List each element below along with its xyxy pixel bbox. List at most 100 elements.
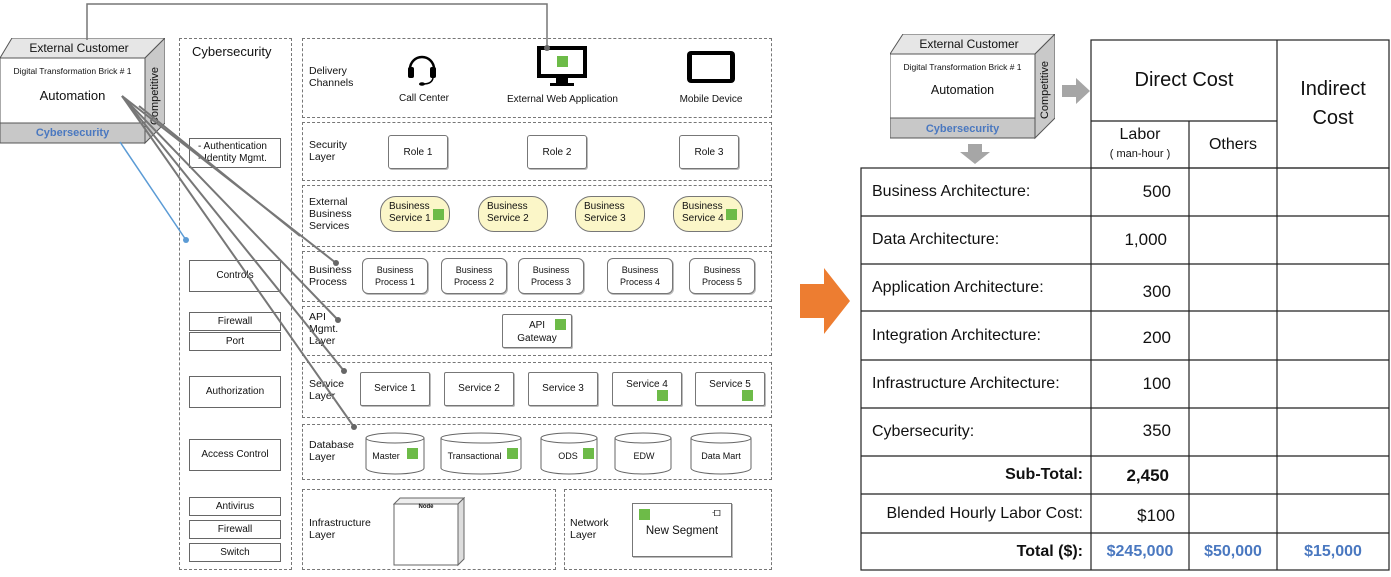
tablet-icon [687,51,735,83]
cyber-item-port: Port [189,332,281,351]
gray-down-arrow-icon [960,144,990,164]
indirect-cost-header: Indirect Cost [1300,78,1366,129]
business-process-layer [302,251,772,302]
row-label-business-architecture: Business Architecture: [872,183,1031,200]
external-services-layer [302,185,772,247]
db-transactional-marker [507,448,518,459]
business-process-5: Business Process 5 [689,258,755,294]
blended-rate-value: $100 [1137,505,1175,525]
total-indirect: $15,000 [1304,542,1362,560]
row-labor-data-architecture: 1,000 [1124,230,1167,249]
service-3: Service 3 [528,372,598,406]
labor-unit-header: ( man-hour ) [1109,148,1171,160]
service-layer [302,362,772,418]
row-labor-business-architecture: 500 [1142,182,1171,201]
external-web-app-label: External Web Application [507,94,618,105]
business-process-3: Business Process 3 [518,258,584,294]
left-cube-shape [0,38,165,145]
cyber-item-switch: Switch [189,543,281,562]
gray-right-arrow-icon [1062,78,1090,104]
others-header: Others [1208,135,1257,153]
api-layer-label: API Mgmt. Layer [309,311,339,347]
database-layer-label: Database Layer [309,439,354,463]
total-others: $50,000 [1204,542,1262,560]
db-transactional: Transactional [447,451,502,461]
business-process-2: Business Process 2 [441,258,507,294]
cyber-item-authentication: - Authentication - Identity Mgmt. [189,138,281,168]
role-1: Role 1 [388,135,448,169]
service-4-marker [657,390,668,401]
service-4: Service 4 [612,372,682,406]
orange-arrow-icon [800,268,850,334]
service-5: Service 5 [695,372,765,406]
api-gateway-marker [555,319,566,330]
total-labor: $245,000 [1106,542,1174,560]
security-layer [302,122,772,181]
infrastructure-layer [302,489,556,570]
business-process-1: Business Process 1 [362,258,428,294]
cyber-item-firewall-2: Firewall [189,520,281,539]
monitor-icon [537,46,587,86]
network-layer [564,489,772,570]
left-cube-subtitle: Digital Transformation Brick # 1 [13,66,132,76]
row-labor-integration-architecture: 200 [1142,327,1171,347]
db-master-marker [407,448,418,459]
business-service-3: Business Service 3 [575,196,645,232]
row-labor-application-architecture: 300 [1142,281,1171,301]
mobile-device-label: Mobile Device [679,94,743,105]
service-2: Service 2 [444,372,514,406]
left-cube-title: External Customer [29,41,129,55]
row-label-data-architecture: Data Architecture: [872,231,1000,248]
database-cylinders [365,432,752,475]
call-center-label: Call Center [398,93,450,104]
business-service-1-marker [433,209,444,220]
cyber-item-antivirus: Antivirus [189,497,281,516]
right-cube-center: Automation [930,83,995,97]
node-label: Node [418,504,434,510]
labor-header: Labor [1119,126,1161,143]
left-cube-center: Automation [39,88,106,103]
cybersecurity-panel-title: Cybersecurity [192,44,272,59]
delivery-layer-label: Delivery Channels [309,65,354,89]
subtotal-value: 2,450 [1126,466,1169,485]
node-shape [393,497,465,567]
row-label-cybersecurity: Cybersecurity: [872,423,975,440]
subtotal-label: Sub-Total: [1005,466,1083,483]
total-label: Total ($): [1016,542,1083,560]
role-2: Role 2 [527,135,587,169]
cyber-item-authorization: Authorization [189,376,281,408]
business-service-4: Business Service 4 [673,196,743,232]
network-layer-label: Network Layer [570,517,609,541]
left-cube: External Customer Digital Transformation… [0,38,165,148]
right-cube-shape [890,34,1055,140]
right-cube-bottom: Cybersecurity [925,123,1000,135]
row-label-integration-architecture: Integration Architecture: [872,326,1041,344]
right-cube-title: External Customer [919,37,1019,51]
role-3: Role 3 [679,135,739,169]
segment-icon: ⟤ [712,505,721,519]
db-master: Master [372,451,400,461]
db-edw: EDW [633,451,655,461]
infrastructure-layer-label: Infrastructure Layer [309,517,371,541]
api-layer [302,306,772,356]
external-services-label: External Business Services [309,196,352,232]
row-label-application-architecture: Application Architecture: [872,278,1044,296]
blended-rate-label: Blended Hourly Labor Cost: [886,504,1083,522]
right-cube-subtitle: Digital Transformation Brick # 1 [903,62,1022,72]
db-data-mart: Data Mart [701,451,741,461]
cybersecurity-panel [179,38,292,570]
cyber-item-access-control: Access Control [189,439,281,471]
database-layer [302,424,772,480]
right-cube: External Customer Digital Transformation… [890,34,1055,140]
cyber-item-controls: Controls [189,260,281,292]
db-ods: ODS [558,451,578,461]
connector-lines [86,3,550,430]
business-service-2: Business Service 2 [478,196,548,232]
row-labor-infrastructure-architecture: 100 [1142,374,1171,393]
headset-icon [408,55,436,86]
row-labor-cybersecurity: 350 [1142,421,1171,440]
db-ods-marker [583,448,594,459]
security-layer-label: Security Layer [309,139,347,163]
business-process-label: Business Process [309,264,352,288]
row-label-infrastructure-architecture: Infrastructure Architecture: [872,375,1060,392]
